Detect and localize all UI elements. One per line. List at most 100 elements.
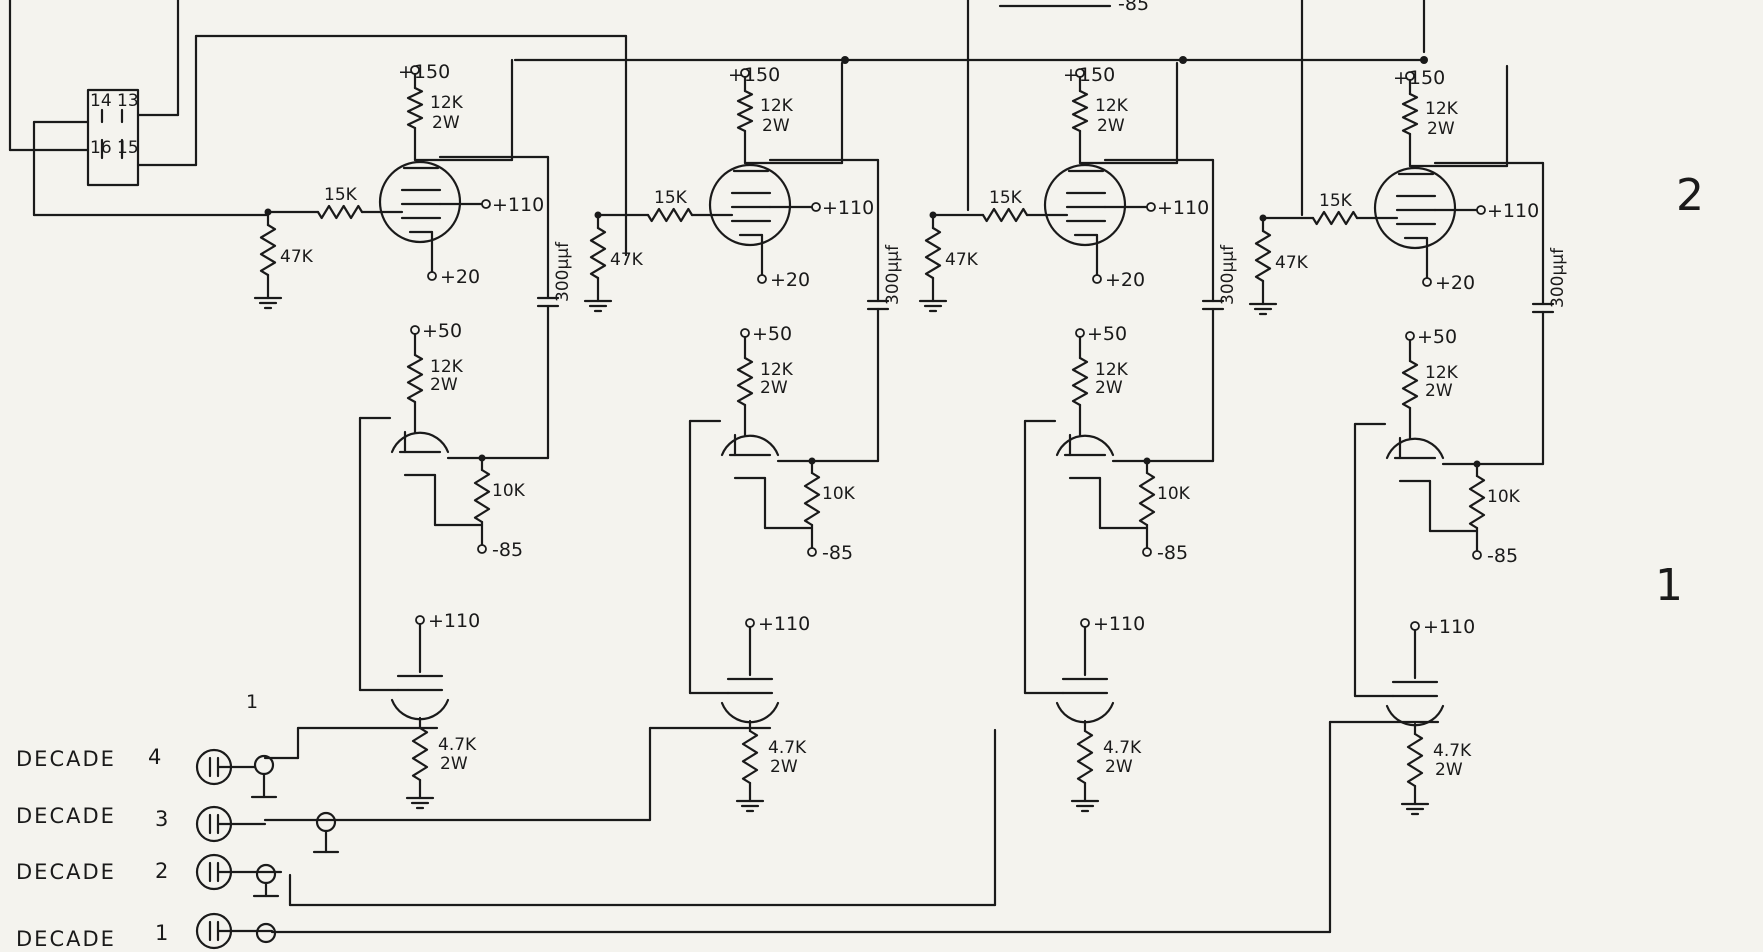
plug-pin-14: 14 <box>90 91 112 111</box>
decade-label: DECADE <box>16 804 116 828</box>
grid-resistor-value: 15K <box>324 185 358 205</box>
follower-plate-terminal <box>1080 618 1090 628</box>
coupling-capacitor-value: 300μμf <box>553 241 573 302</box>
grid-bias-value: 10K <box>492 481 526 501</box>
pentode-tube <box>708 163 792 247</box>
decade-number: 1 <box>155 921 170 945</box>
grid-bias-value: 10K <box>822 484 856 504</box>
grid-leak-resistor <box>1254 229 1272 283</box>
grid-resistor-value: 15K <box>654 188 688 208</box>
mid-supply-label: +50 <box>1417 326 1457 348</box>
bias-supply-label: -85 <box>1487 545 1518 567</box>
grid-resistor <box>1311 210 1359 226</box>
mid-resistor-value: 12K <box>1425 363 1459 383</box>
decade-labels: DECADE 4 DECADE 3 DECADE 2 DECADE 1 <box>16 745 170 951</box>
decade-number: 3 <box>155 807 170 831</box>
cathode-resistor-value: 4.7K <box>438 735 477 755</box>
mid-supply-terminal <box>1075 328 1085 338</box>
triode-tube <box>1055 434 1115 457</box>
pentode-tube <box>378 160 462 244</box>
plate-supply-label: +150 <box>728 64 780 86</box>
decade-label: DECADE <box>16 927 116 951</box>
grid-bias-resistor <box>803 471 821 527</box>
output-mark: 1 <box>246 691 258 713</box>
screen-terminal <box>811 202 821 212</box>
bias-supply-label: -85 <box>1157 542 1188 564</box>
mid-resistor-value: 12K <box>760 360 794 380</box>
cathode-resistor-value: 4.7K <box>1103 738 1142 758</box>
cathode-label: +20 <box>770 269 810 291</box>
sheet-number: 2 <box>1676 170 1704 221</box>
grid-resistor-value: 15K <box>989 188 1023 208</box>
grid-bias-resistor <box>1468 474 1486 530</box>
plate-resistor-watt: 2W <box>1097 116 1125 136</box>
triode-tube <box>720 434 780 457</box>
coupling-capacitor-value: 300μμf <box>1218 244 1238 305</box>
bias-supply-terminal <box>807 547 817 557</box>
jack-decade-2[interactable] <box>195 853 283 898</box>
cathode-resistor <box>411 726 429 782</box>
decade-number: 2 <box>155 859 170 883</box>
follower-plate-terminal <box>1410 621 1420 631</box>
grid-leak-resistor <box>589 226 607 280</box>
plate-resistor-watt: 2W <box>762 116 790 136</box>
plate-resistor <box>1401 92 1419 136</box>
mid-resistor-watt: 2W <box>430 375 458 395</box>
plate-resistor-watt: 2W <box>432 113 460 133</box>
decade-number: 4 <box>148 745 163 769</box>
follower-plate-label: +110 <box>758 613 810 635</box>
grid-bias-resistor <box>473 468 491 524</box>
plate-supply-label: +150 <box>1393 67 1445 89</box>
jack-decade-1[interactable] <box>195 912 277 950</box>
grid-bias-value: 10K <box>1157 484 1191 504</box>
pentode-tube <box>1373 166 1457 250</box>
plug-connector <box>86 88 140 187</box>
cathode-resistor <box>1076 729 1094 785</box>
grid-resistor-value: 15K <box>1319 191 1353 211</box>
pentode-tube <box>1043 163 1127 247</box>
cathode-resistor <box>741 729 759 785</box>
mid-resistor-value: 12K <box>430 357 464 377</box>
mid-resistor <box>406 353 424 404</box>
stage-number: 1 <box>1655 560 1683 611</box>
cathode-resistor-watt: 2W <box>440 754 468 774</box>
plate-supply-label: +150 <box>1063 64 1115 86</box>
follower-plate-terminal <box>745 618 755 628</box>
cathode-terminal <box>757 274 767 284</box>
grid-bias-value: 10K <box>1487 487 1521 507</box>
grid-leak-value: 47K <box>945 250 979 270</box>
cathode-resistor-watt: 2W <box>770 757 798 777</box>
grid-bias-resistor <box>1138 471 1156 527</box>
grid-leak-value: 47K <box>280 247 314 267</box>
grid-resistor <box>316 204 364 220</box>
triode-tube <box>1385 437 1445 460</box>
mid-resistor-watt: 2W <box>760 378 788 398</box>
follower-plate-label: +110 <box>1423 616 1475 638</box>
plate-resistor-value: 12K <box>1425 99 1459 119</box>
mid-supply-terminal <box>410 325 420 335</box>
cathode-resistor-value: 4.7K <box>768 738 807 758</box>
mid-resistor <box>1071 356 1089 407</box>
grid-leak-resistor <box>259 223 277 277</box>
mid-supply-label: +50 <box>1087 323 1127 345</box>
jack-decade-4[interactable] <box>195 748 278 799</box>
cathode-terminal <box>1422 277 1432 287</box>
screen-terminal <box>1146 202 1156 212</box>
mid-resistor-value: 12K <box>1095 360 1129 380</box>
follower-tube <box>1055 701 1115 724</box>
cathode-resistor-value: 4.7K <box>1433 741 1472 761</box>
screen-label: +110 <box>492 194 544 216</box>
mid-supply-terminal <box>1405 331 1415 341</box>
cathode-resistor-watt: 2W <box>1105 757 1133 777</box>
screen-terminal <box>1476 205 1486 215</box>
plate-resistor-watt: 2W <box>1427 119 1455 139</box>
cathode-resistor <box>1406 732 1424 788</box>
cathode-terminal <box>427 271 437 281</box>
mid-resistor <box>1401 359 1419 410</box>
jack-decade-3[interactable] <box>195 805 340 854</box>
mid-supply-label: +50 <box>422 320 462 342</box>
screen-label: +110 <box>1487 200 1539 222</box>
